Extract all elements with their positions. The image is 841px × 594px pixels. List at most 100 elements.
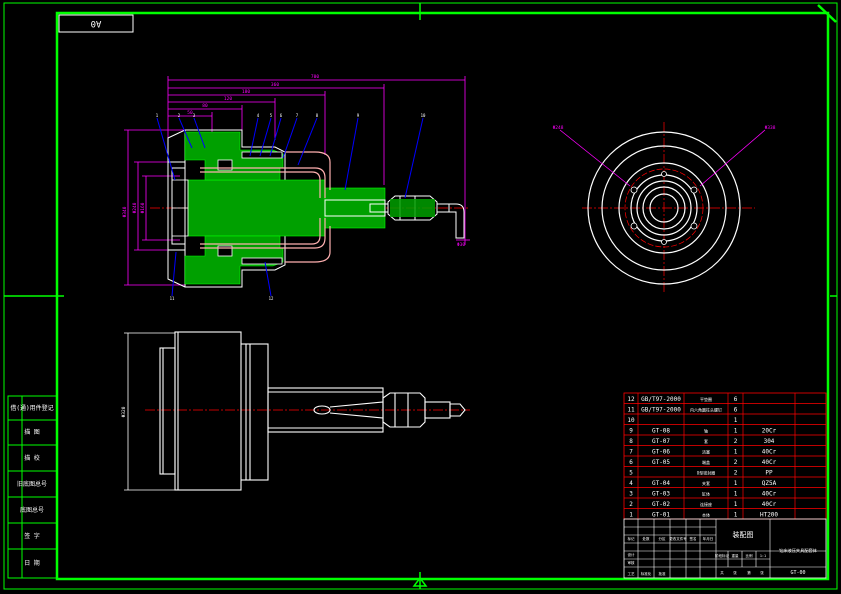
bore-details <box>171 151 283 265</box>
balloon-2: 2 <box>178 113 181 118</box>
title-mini-label: 更改文件号 <box>669 536 687 541</box>
balloon-leaders <box>156 117 424 297</box>
title-mini-label: 批准 <box>659 571 667 576</box>
title-mini-label: 张 <box>733 570 737 575</box>
parts-cell-code: GT-04 <box>652 480 670 487</box>
title-mini-label: 处数 <box>643 536 651 541</box>
parts-cell-qty: 1 <box>734 417 738 424</box>
centering-marks <box>4 3 837 589</box>
parts-cell-code: GT-03 <box>652 491 670 498</box>
parts-cell-code: GT-07 <box>652 438 670 445</box>
side-label-3: 旧底图总号 <box>17 480 47 488</box>
parts-cell-no: 11 <box>627 407 635 414</box>
parts-cell-no: 3 <box>629 491 633 498</box>
left-sign-block: 借(通)用件登记 描 图 描 校 旧底图总号 底图总号 签 字 日 期 <box>7 395 58 579</box>
parts-cell-qty: 1 <box>734 428 738 435</box>
balloon-11: 11 <box>170 296 175 301</box>
parts-cell-code: GB/T97-2000 <box>641 407 681 414</box>
parts-cell-material: PP <box>765 470 773 477</box>
title-mini-label: 第 <box>747 570 751 575</box>
parts-cell-name: 连接座 <box>700 501 712 507</box>
parts-cell-material: HT200 <box>760 512 778 519</box>
parts-cell-no: 4 <box>629 480 633 487</box>
parts-cell-code: GT-05 <box>652 459 670 466</box>
title-mini-label: 分区 <box>659 536 667 541</box>
title-block-title: 钻床液压夹具配套体 <box>779 547 818 554</box>
fitting-hatch <box>330 199 435 217</box>
title-block-header: 装配图 <box>733 530 754 539</box>
parts-cell-name: 本体 <box>702 512 710 518</box>
parts-cell-qty: 1 <box>734 512 738 519</box>
title-mini-label: 比例 <box>746 553 754 558</box>
parts-cell-material: 40Cr <box>762 501 777 508</box>
parts-cell-code: GT-08 <box>652 428 670 435</box>
balloon-8: 8 <box>316 113 319 118</box>
side-label-6: 日 期 <box>24 559 40 567</box>
title-mini-label: 阶段标记 <box>715 553 729 558</box>
parts-cell-qty: 2 <box>734 470 738 477</box>
balloon-4: 4 <box>257 113 260 118</box>
parts-cell-material: 304 <box>764 438 775 445</box>
title-mini-label: 标准化 <box>641 571 652 576</box>
parts-cell-no: 6 <box>629 459 633 466</box>
dim-tip: Φ30 <box>457 242 465 248</box>
parts-cell-no: 12 <box>627 396 635 403</box>
title-mini-label: 签名 <box>690 536 697 541</box>
balloon-5: 5 <box>270 113 273 118</box>
parts-cell-name: O型密封圈 <box>697 470 715 476</box>
parts-cell-name: 套 <box>704 438 708 444</box>
dim-d5: 50 <box>187 110 193 116</box>
balloon-12: 12 <box>269 296 274 301</box>
parts-cell-name: 平垫圈 <box>700 396 712 402</box>
side-label-4: 底图总号 <box>20 506 44 514</box>
parts-cell-no: 9 <box>629 428 633 435</box>
parts-cell-qty: 6 <box>734 407 738 414</box>
parts-cell-qty: 2 <box>734 438 738 445</box>
outer-frame <box>3 2 838 590</box>
title-block-mini-labels: 标记处数分区更改文件号签名年月日设计审核工艺标准化批准阶段标记重量比例共张第张1… <box>628 536 767 576</box>
parts-cell-qty: 1 <box>734 491 738 498</box>
end-view-label-0: Φ248 <box>553 125 564 131</box>
title-mini-label: 1:1 <box>760 554 766 558</box>
parts-cell-material: QZ5A <box>762 480 777 487</box>
end-view-label-1: Φ338 <box>765 125 776 131</box>
title-block: 装配图 钻床液压夹具配套体 GT-00 <box>623 518 827 579</box>
parts-cell-name: 夹套 <box>702 480 710 486</box>
parts-cell-name: 内六角圆柱头螺钉 <box>690 407 722 413</box>
dim-side-height: Φ320 <box>121 406 127 417</box>
parts-cell-material: 20Cr <box>762 428 777 435</box>
parts-cell-code: GT-01 <box>652 512 670 519</box>
dim-d4: 80 <box>202 103 208 109</box>
title-mini-label: 重量 <box>732 553 740 558</box>
dim-d3: 120 <box>224 96 232 102</box>
side-label-1: 描 图 <box>24 428 40 436</box>
parts-cell-no: 7 <box>629 449 633 456</box>
dim-dia-left: Φ340 <box>122 206 128 217</box>
parts-cell-code: GB/T97-2000 <box>641 396 681 403</box>
balloon-10: 10 <box>421 113 426 118</box>
parts-cell-name: 轴 <box>704 428 708 434</box>
parts-cell-qty: 6 <box>734 396 738 403</box>
dim-d1: 360 <box>271 82 279 88</box>
title-mini-label: 设计 <box>628 552 636 557</box>
title-mini-label: 张 <box>760 570 764 575</box>
parts-cell-code: GT-06 <box>652 449 670 456</box>
size-box-label: A0 <box>91 18 102 28</box>
title-mini-label: 共 <box>720 570 724 575</box>
title-mini-label: 工艺 <box>628 571 636 576</box>
balloon-9: 9 <box>357 113 360 118</box>
dim-overall: 700 <box>311 74 319 80</box>
parts-cell-name: 活塞 <box>702 449 710 455</box>
parts-cell-no: 10 <box>627 417 635 424</box>
parts-cell-no: 5 <box>629 470 633 477</box>
parts-cell-no: 2 <box>629 501 633 508</box>
side-label-5: 签 字 <box>24 532 40 540</box>
title-mini-label: 审核 <box>628 560 636 565</box>
pipes <box>200 151 331 263</box>
parts-cell-code: GT-02 <box>652 501 670 508</box>
section-view: 700 360 180 120 80 50 Φ340 Φ240 Φ160 Φ30 <box>122 74 470 301</box>
parts-cell-material: 40Cr <box>762 491 777 498</box>
side-label-2: 描 校 <box>24 454 40 462</box>
